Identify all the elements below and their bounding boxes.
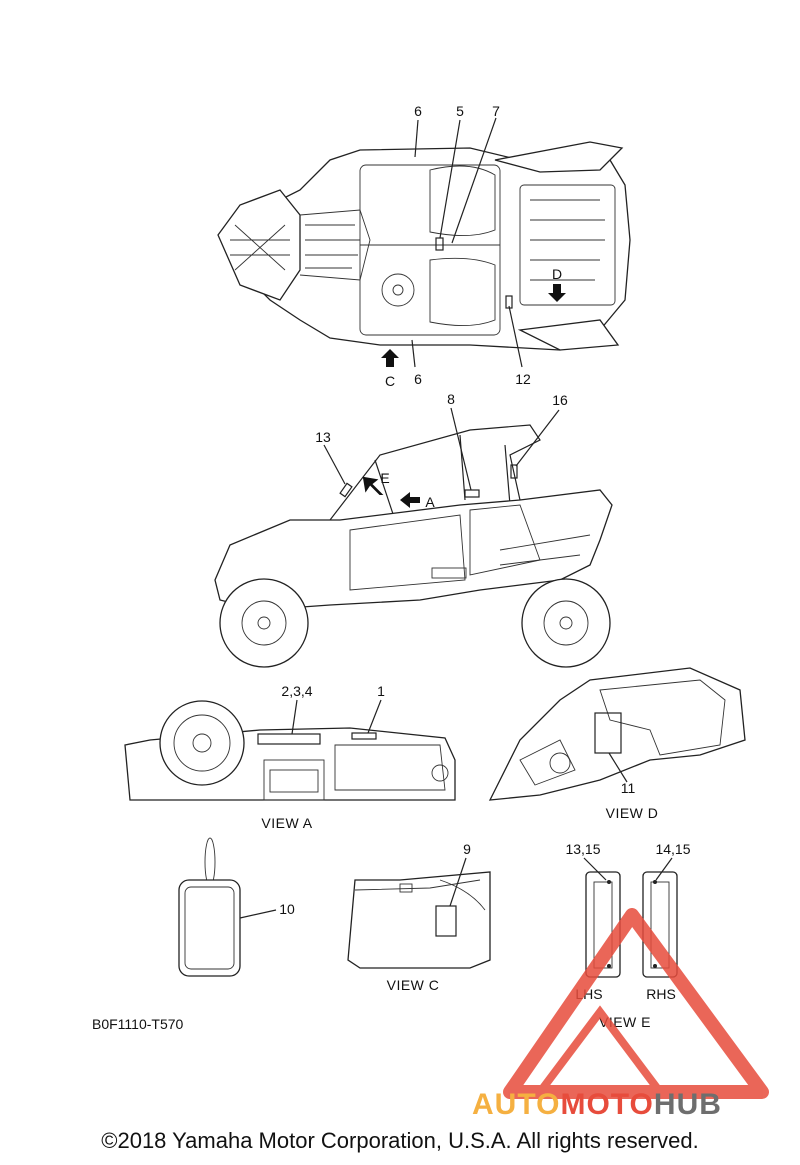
copyright-notice: ©2018 Yamaha Motor Corporation, U.S.A. A… <box>101 1128 699 1153</box>
label-marker-8 <box>464 489 480 498</box>
callout-arrow-a: A <box>425 494 435 510</box>
arrow-e-icon <box>362 476 384 495</box>
watermark-logo <box>503 908 769 1099</box>
callout-11: 11 <box>621 780 636 796</box>
callout-8: 8 <box>447 391 455 407</box>
callout-2-3-4: 2,3,4 <box>281 683 312 699</box>
callout-5: 5 <box>456 103 464 119</box>
side-view-vehicle <box>214 407 613 668</box>
callout-16: 16 <box>552 392 568 408</box>
label-marker-16 <box>510 464 518 479</box>
callout-1: 1 <box>377 683 385 699</box>
view-d-label: VIEW D <box>606 805 659 821</box>
view-c-label: VIEW C <box>387 977 440 993</box>
callout-9: 9 <box>463 841 471 857</box>
rhs-label: RHS <box>646 986 676 1002</box>
arrow-c-icon <box>381 349 399 367</box>
watermark-text: AUTOMOTOHUB <box>472 1088 722 1121</box>
callout-13: 13 <box>315 429 331 445</box>
callout-7: 7 <box>492 103 500 119</box>
callout-arrow-c: C <box>385 373 395 389</box>
label-marker-11 <box>594 712 622 754</box>
callout-arrow-d: D <box>552 266 562 282</box>
label-marker-1 <box>351 732 377 740</box>
view-a-label: VIEW A <box>261 815 312 831</box>
callout-arrow-e: E <box>380 470 389 486</box>
part-code: B0F1110-T570 <box>92 1016 184 1032</box>
callout-13-15: 13,15 <box>565 841 600 857</box>
view-c-door <box>347 857 491 969</box>
arrow-a-icon <box>400 492 420 508</box>
label-marker-234 <box>257 733 321 745</box>
label-marker-13 <box>339 482 353 498</box>
callout-6-top: 6 <box>414 103 422 119</box>
callout-12: 12 <box>515 371 531 387</box>
top-view-vehicle <box>217 117 631 368</box>
arrow-d-icon <box>548 284 566 302</box>
label-marker-5 <box>435 237 444 251</box>
callout-6-bottom: 6 <box>414 371 422 387</box>
view-a-dashboard <box>124 699 456 801</box>
callout-10: 10 <box>279 901 295 917</box>
view-d-fender <box>488 667 746 801</box>
label-marker-9 <box>435 905 457 937</box>
callout-14-15: 14,15 <box>655 841 690 857</box>
label-10-tag <box>178 837 277 977</box>
